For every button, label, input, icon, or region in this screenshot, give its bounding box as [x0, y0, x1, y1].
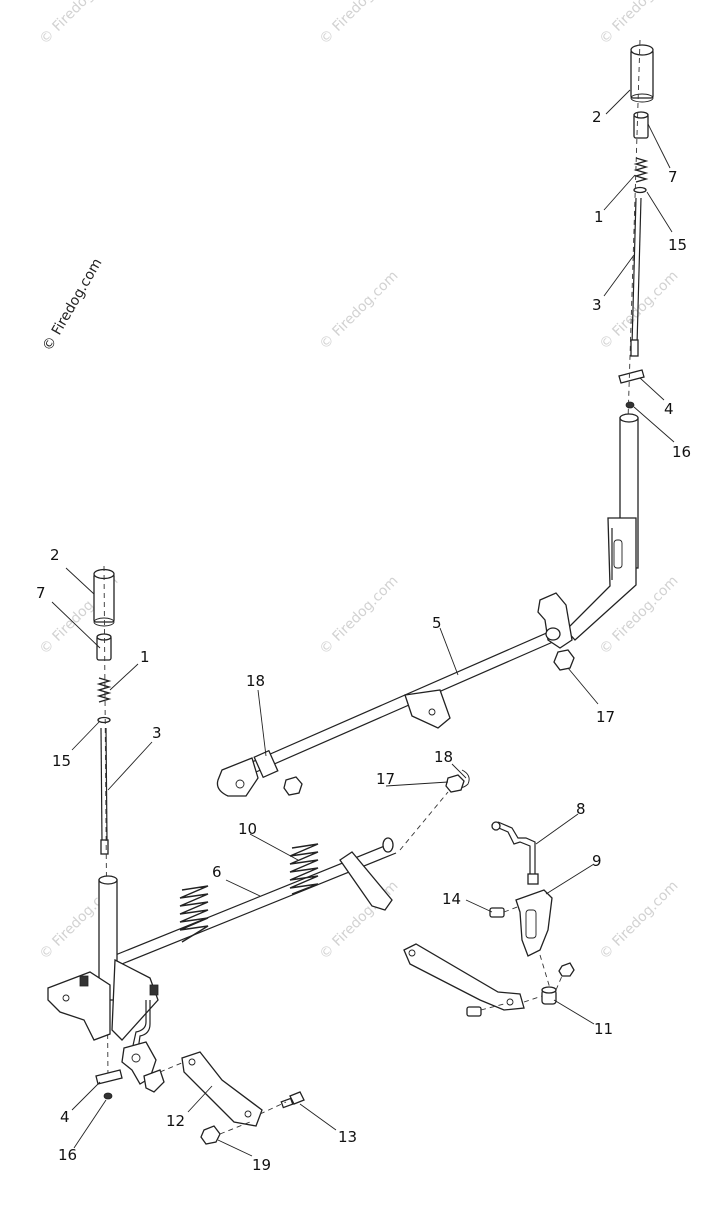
washer-top	[633, 186, 647, 194]
rod-top	[630, 197, 642, 357]
link-arm-left	[131, 1000, 147, 1051]
side-watermark: © Firedog.com	[40, 256, 106, 354]
callout-label: 4	[60, 1108, 70, 1126]
callout-label: 3	[152, 724, 162, 742]
watermark-layer: © Firedog.com © Firedog.com © Firedog.co…	[37, 0, 682, 963]
callout-label: 15	[668, 236, 687, 254]
rod-left	[100, 727, 109, 855]
callout-label: 15	[52, 752, 71, 770]
callout-label: 3	[592, 296, 602, 314]
bolt-plate-right	[466, 1003, 505, 1017]
clip-bottom	[103, 1092, 113, 1100]
watermark: © Firedog.com	[597, 573, 682, 658]
callout-label: 7	[36, 584, 46, 602]
callout-labels: 2 7 1 15 3 4 16 2 7 1 15 3 5 17 18 18 17…	[36, 108, 691, 1174]
assembly-axis-left	[103, 565, 109, 1081]
nut-mid	[283, 776, 303, 796]
callout-label: 17	[596, 708, 615, 726]
nut-right	[553, 649, 575, 671]
watermark: © Firedog.com	[597, 0, 682, 48]
callout-label: 9	[592, 852, 602, 870]
callout-label: 13	[338, 1128, 357, 1146]
lower-shaft	[107, 769, 470, 969]
shaft-left-arm	[216, 749, 279, 797]
sleeve-left	[96, 633, 112, 661]
watermark: © Firedog.com	[37, 0, 122, 48]
callout-label: 2	[592, 108, 602, 126]
grip-top	[630, 44, 654, 103]
spring-left	[96, 677, 112, 703]
spring-large-2	[179, 885, 209, 943]
sleeve-top	[633, 111, 649, 139]
callout-label: 7	[668, 168, 678, 186]
shaft-right-bracket	[537, 592, 573, 649]
lever-9	[515, 889, 553, 957]
callout-label: 12	[166, 1112, 185, 1130]
callout-label: 6	[212, 863, 222, 881]
clip-top	[625, 401, 635, 409]
bolt-13	[259, 1091, 305, 1115]
right-shift-lever-assembly	[565, 39, 654, 641]
callout-label: 16	[672, 443, 691, 461]
leader-lines	[51, 89, 675, 1157]
pin-top	[618, 369, 645, 384]
left-bracket	[47, 958, 159, 1041]
callout-label: 2	[50, 546, 60, 564]
watermark: © Firedog.com	[317, 573, 402, 658]
bushing-11	[523, 962, 575, 1005]
nut-small	[445, 774, 465, 793]
watermark: © Firedog.com	[317, 268, 402, 353]
callout-label: 1	[140, 648, 150, 666]
spring-top	[633, 157, 649, 183]
lower-shaft-plate	[339, 851, 393, 911]
watermark: © Firedog.com	[317, 878, 402, 963]
callout-label: 18	[434, 748, 453, 766]
shaft-middle-tab	[404, 689, 451, 729]
washer-left	[97, 716, 111, 724]
callout-label: 4	[664, 400, 674, 418]
shift-fork-left	[121, 1041, 165, 1093]
callout-label: 11	[594, 1020, 613, 1038]
shift-tube-right	[565, 413, 639, 641]
pin-bottom	[95, 1069, 123, 1085]
callout-label: 8	[576, 800, 586, 818]
main-shaft	[216, 592, 573, 797]
left-shift-lever-assembly	[47, 565, 165, 1100]
bolt-14	[489, 905, 521, 918]
callout-label: 16	[58, 1146, 77, 1164]
watermark: © Firedog.com	[597, 878, 682, 963]
callout-label: 17	[376, 770, 395, 788]
assembly-axis-top	[627, 39, 641, 421]
bent-rod-8	[491, 821, 539, 885]
linkage-plate-left	[159, 1051, 263, 1127]
callout-label: 5	[432, 614, 442, 632]
callout-label: 1	[594, 208, 604, 226]
watermark: © Firedog.com	[317, 0, 402, 48]
nut-19	[200, 1125, 221, 1145]
callout-label: 10	[238, 820, 257, 838]
callout-label: 19	[252, 1156, 271, 1174]
linkage-plate-right	[403, 943, 525, 1011]
callout-label: 14	[442, 890, 461, 908]
callout-label: 18	[246, 672, 265, 690]
